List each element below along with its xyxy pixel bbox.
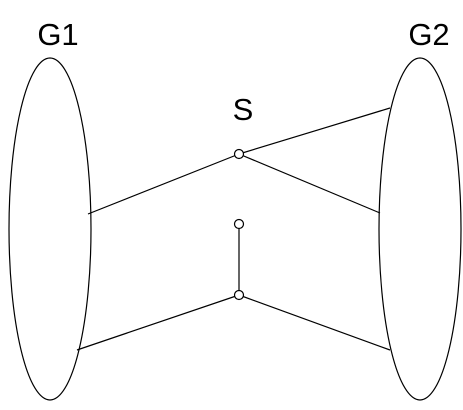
edge-s-top-to-g1 <box>87 153 240 215</box>
group-g1-ellipse <box>8 57 92 401</box>
separator-node-bottom <box>233 289 245 301</box>
group-g2-ellipse <box>378 57 462 401</box>
group-g1-label: G1 <box>37 17 78 52</box>
edge-s-bottom-to-g1 <box>76 294 240 351</box>
edge-s-bottom-to-g2 <box>238 294 391 351</box>
group-g2-label: G2 <box>408 17 449 52</box>
separator-node-middle <box>233 218 245 230</box>
separator-label: S <box>233 92 254 127</box>
separator-node-top <box>233 148 245 160</box>
edge-s-top-to-g2-upper <box>238 107 391 155</box>
edge-s-top-to-g2-middle <box>238 153 381 214</box>
